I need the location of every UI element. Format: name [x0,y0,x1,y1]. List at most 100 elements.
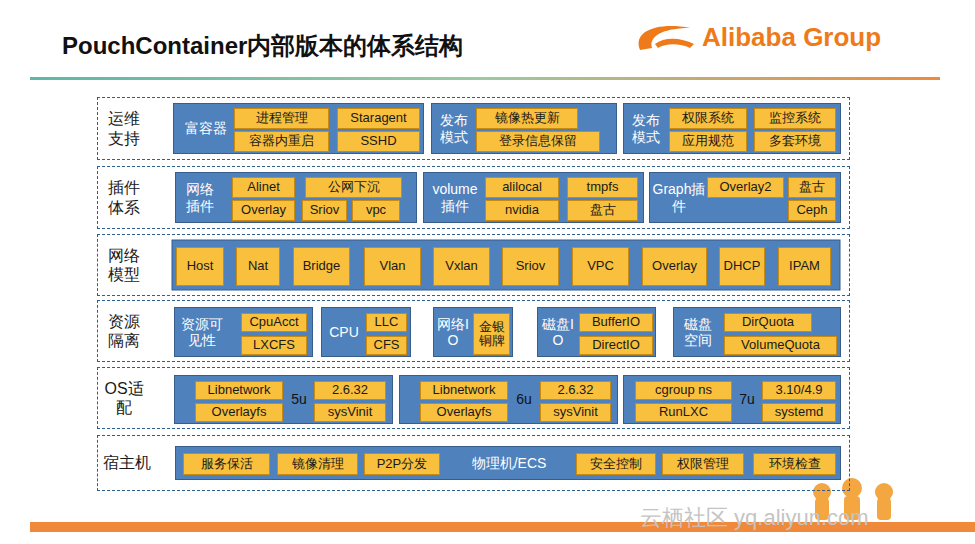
component-label: Libnetwork [206,383,273,397]
component-box: Overlay [232,200,295,221]
layer-band: 运维支持富容器进程管理Staragent容器内重启SSHD发布模式镜像热更新登录… [97,97,850,160]
logo-swoosh [655,39,694,48]
component-label: IPAM [787,259,822,273]
component-box: 2.6.32 [540,381,611,400]
component-label: Overlay [239,203,288,217]
component-label: Host [185,259,216,273]
watermark: 云栖社区 yq.aliyun.com [640,503,869,533]
component-label: CFS [372,338,402,352]
component-label: 多套环境 [767,134,823,148]
component-label: tmpfs [585,180,621,194]
component-box: 容器内重启 [234,131,329,152]
component-box: 盘古 [788,177,836,198]
component-box: Overlayfs [195,403,283,422]
component-box: sysVinit [314,403,386,422]
component-label: 进程管理 [254,111,310,125]
component-box: DirQuota [724,313,812,332]
layer-label: 网络模型 [103,235,145,295]
component-label: nvidia [503,203,541,217]
component-label: 环境检查 [767,457,823,471]
component-label: alilocal [500,180,544,194]
component-label: 应用规范 [680,134,736,148]
group-label: 资源可见性 [178,308,226,356]
component-label: DirectIO [590,338,642,352]
component-label: Vlan [377,259,407,273]
component-box: RunLXC [635,403,732,422]
component-label: 安全控制 [588,457,644,471]
component-box: 盘古 [567,200,638,221]
component-label: Ceph [794,203,829,217]
component-label: 盘古 [797,180,827,194]
layer-band: OS适配5uLibnetworkOverlayfs2.6.32sysVinit6… [97,367,850,429]
layer-label: 运维支持 [103,98,145,159]
group-label: Graph插件 [652,173,706,222]
group-label: 磁盘空间 [678,308,718,356]
component-label: 权限管理 [675,457,731,471]
component-label: 2.6.32 [330,383,370,397]
component-label: vpc [364,203,388,217]
group-box: 磁盘IOBufferIO DirectIO [537,307,656,357]
component-box: Overlayfs [420,403,508,422]
component-box: 权限系统 [669,108,747,129]
component-label: Sriov [308,203,342,217]
group-label: volume插件 [426,173,484,222]
group-label: 发布模式 [628,104,664,153]
component-label: Overlay2 [717,180,773,194]
component-box: 金银铜牌 [473,313,510,355]
component-label: 镜像热更新 [493,111,562,125]
component-box: vpc [352,200,400,221]
component-box: 进程管理 [234,108,329,129]
group-label: 富容器 [180,104,232,153]
component-box: BufferIO [579,313,653,332]
component-box: alilocal [485,177,559,198]
group-box: volume插件 alilocal tmpfs nvidia 盘古 [423,172,644,223]
component-box: sysVinit [540,403,611,422]
title-underline [30,77,940,80]
component-box: LLC [366,313,407,332]
component-box: Libnetwork [420,381,508,400]
group-box: Graph插件 Overlay2 盘古 Ceph [649,172,841,223]
component-label: 盘古 [588,203,618,217]
component-label: 容器内重启 [247,134,316,148]
component-label: LLC [373,315,401,329]
component-box: CpuAcct [241,313,307,332]
component-box: LXCFS [241,336,307,355]
group-label: 6u [510,376,538,423]
component-label: Bridge [301,259,343,273]
component-label: 2.6.32 [555,383,595,397]
component-label: 服务保活 [199,457,255,471]
component-box: DHCP [719,247,765,286]
component-box: systemd [762,403,836,422]
component-label: Overlayfs [435,405,494,419]
layer-label: 资源隔离 [103,301,145,361]
component-label: Vxlan [443,259,480,273]
component-box: Overlay [642,247,707,286]
group-label: 5u [286,376,312,423]
component-box: 监控系统 [754,108,836,129]
group-box: 网络IO金银铜牌 [433,307,513,357]
component-box: 镜像热更新 [476,108,578,129]
component-label: 监控系统 [767,111,823,125]
component-label: VPC [585,259,616,273]
component-box: Vlan [364,247,421,286]
group-box: 物理机/ECS服务保活镜像清理P2P分发安全控制权限管理环境检查 [175,446,841,480]
component-box: 公网下沉 [305,177,402,198]
group-label: CPU [325,308,363,356]
group-box: 富容器进程管理Staragent容器内重启SSHD [173,103,424,154]
layer-label: 宿主机 [103,436,151,490]
component-box: 镜像清理 [277,453,358,475]
component-label: P2P分发 [375,457,430,471]
group-box: 发布模式镜像热更新登录信息保留 [431,103,617,154]
component-box: 登录信息保留 [476,131,600,152]
component-box: Overlay2 [707,177,784,198]
component-label: 登录信息保留 [497,134,579,148]
component-label: Overlay [650,259,699,273]
group-label: 磁盘IO [540,308,576,356]
group-box: CPU LLC CFS [321,307,411,357]
component-box: cgroup ns [635,381,732,400]
component-box: Nat [236,247,280,286]
group-box: 7ucgroup nsRunLXC3.10/4.9systemd [623,375,841,424]
component-label: DHCP [722,259,763,273]
layer-band: 插件体系网络插件Alinet公网下沉OverlaySriovvpcvolume插… [97,166,850,229]
